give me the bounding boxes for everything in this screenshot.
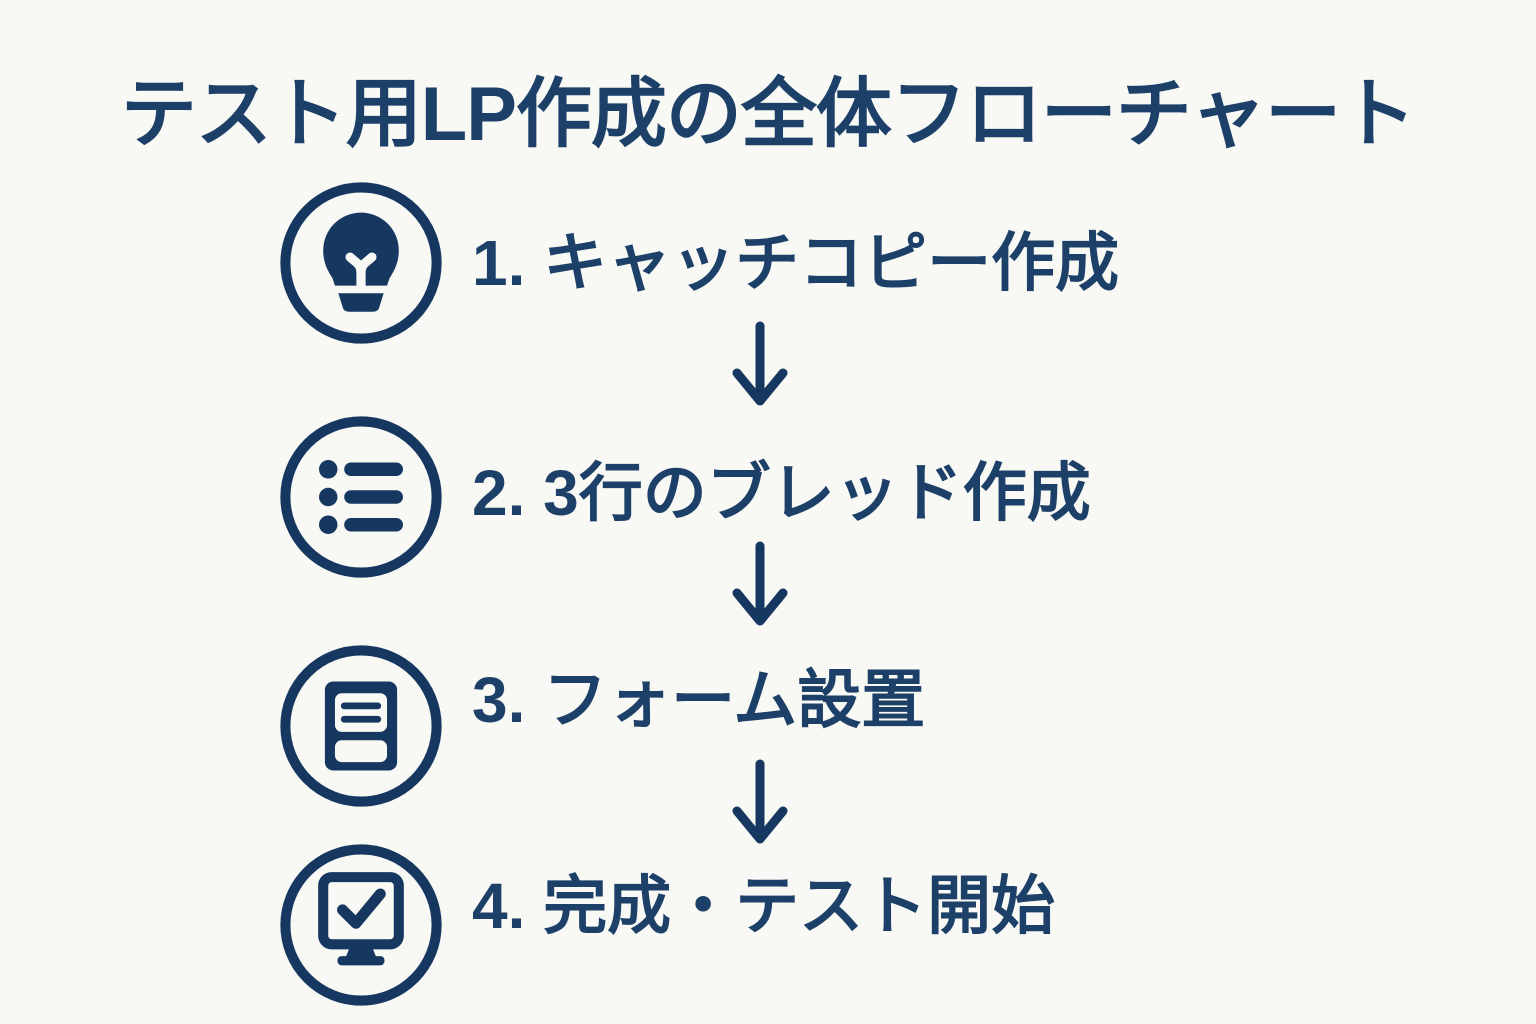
down-arrow-icon (732, 321, 788, 406)
monitor-check-icon (277, 841, 445, 1009)
form-icon (277, 642, 445, 810)
step-2-label: 2. 3行のブレッド作成 (472, 457, 1091, 529)
step-1-label: 1. キャッチコピー作成 (472, 227, 1120, 299)
step-3-label: 3. フォーム設置 (472, 664, 926, 736)
down-arrow-icon (732, 759, 788, 844)
step-4-label: 4. 完成・テスト開始 (472, 870, 1056, 942)
page-title: テスト用LP作成の全体フローチャート (120, 72, 1416, 157)
list-icon (277, 413, 445, 581)
down-arrow-icon (732, 541, 788, 626)
lightbulb-icon (277, 179, 445, 347)
